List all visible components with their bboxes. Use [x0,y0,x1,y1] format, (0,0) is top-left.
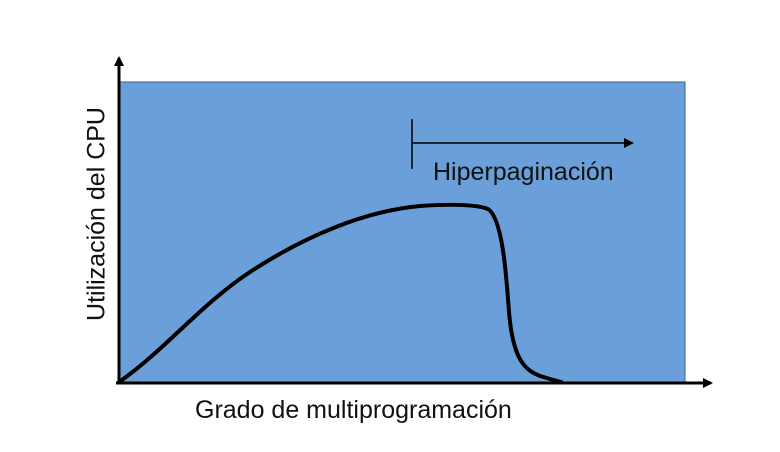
x-axis-label: Grado de multiprogramación [195,396,512,424]
cpu-utilization-curve [117,202,563,384]
thrashing-label: Hiperpaginación [433,158,614,186]
y-axis-label: Utilización del CPU [82,107,111,321]
plot-area [118,81,686,383]
